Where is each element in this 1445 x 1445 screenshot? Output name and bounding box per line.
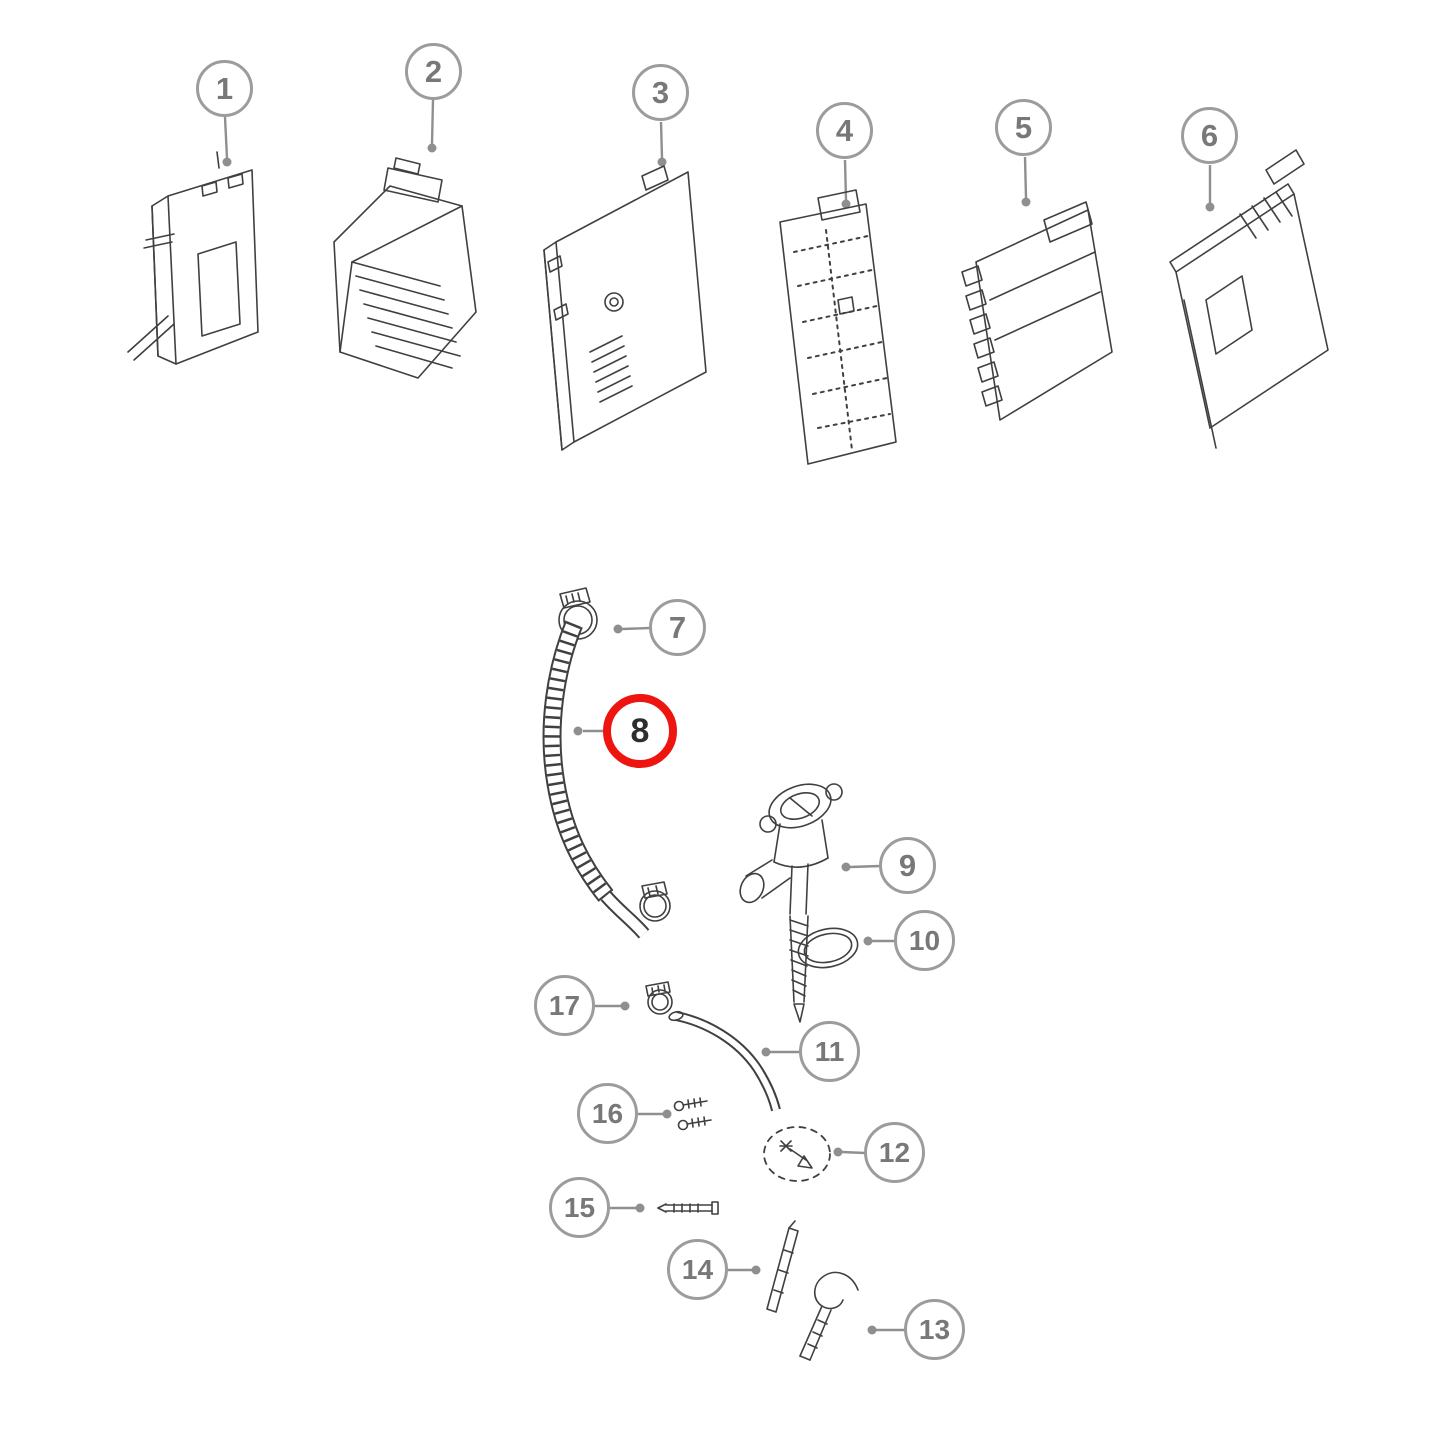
callout-7-number: 7: [668, 610, 687, 645]
callout-11[interactable]: 11: [799, 1021, 860, 1082]
part-drawing-4-printed-circuit-board: [779, 189, 897, 465]
part-drawing-9-valve-assembly: [739, 783, 843, 1023]
part-drawing-8-corrugated-drain-hose: [542, 620, 671, 939]
callout-3[interactable]: 3: [632, 64, 689, 121]
part-drawing-1-electronic-module-cover: [127, 151, 259, 365]
part-drawing-17-hose-clamp-small: [645, 981, 673, 1015]
part-drawing-5-power-board-module: [961, 201, 1113, 421]
callout-5-number: 5: [1014, 110, 1033, 145]
leader-lines: [222, 99, 1215, 1335]
callout-1[interactable]: 1: [196, 60, 253, 117]
callout-14[interactable]: 14: [667, 1239, 728, 1300]
part-drawing-6-module-housing-cover: [1169, 149, 1329, 449]
part-drawing-12-fastener-kit: [763, 1126, 831, 1182]
part-drawing-15-long-screw: [657, 1201, 719, 1215]
part-drawing-14-mounting-strip: [766, 1220, 799, 1313]
callout-1-number: 1: [215, 71, 234, 106]
callout-2[interactable]: 2: [405, 43, 462, 100]
callout-8-highlighted[interactable]: 8: [603, 694, 677, 768]
callout-9-number: 9: [898, 848, 917, 883]
callout-9[interactable]: 9: [879, 837, 936, 894]
callout-4[interactable]: 4: [816, 102, 873, 159]
part-drawing-10-seal-ring-loop: [797, 927, 859, 969]
callout-15[interactable]: 15: [549, 1177, 610, 1238]
callout-4-number: 4: [835, 113, 854, 148]
callout-11-number: 11: [814, 1035, 845, 1067]
callout-2-number: 2: [424, 54, 443, 89]
callout-14-number: 14: [681, 1253, 714, 1285]
callout-6-number: 6: [1200, 118, 1219, 153]
part-drawing-3-main-control-panel: [543, 165, 707, 451]
callout-12-number: 12: [878, 1136, 911, 1168]
callout-13[interactable]: 13: [904, 1299, 965, 1360]
callout-7[interactable]: 7: [649, 599, 706, 656]
part-drawing-16-screw-pair: [673, 1097, 712, 1131]
part-drawing-13-hook-clip: [799, 1271, 859, 1361]
callout-12[interactable]: 12: [864, 1122, 925, 1183]
callout-3-number: 3: [651, 75, 670, 110]
callout-6[interactable]: 6: [1181, 107, 1238, 164]
callout-13-number: 13: [918, 1313, 951, 1345]
callout-5[interactable]: 5: [995, 99, 1052, 156]
callout-8-number: 8: [630, 712, 650, 750]
callout-16-number: 16: [591, 1097, 624, 1129]
callout-15-number: 15: [563, 1191, 596, 1223]
callout-16[interactable]: 16: [577, 1083, 638, 1144]
callout-17-number: 17: [548, 989, 581, 1021]
part-drawing-2-ribbed-control-module: [333, 157, 477, 379]
callout-17[interactable]: 17: [534, 975, 595, 1036]
part-drawing-11-curved-tube: [668, 1010, 781, 1112]
callout-10-number: 10: [908, 924, 941, 956]
callout-10[interactable]: 10: [894, 910, 955, 971]
